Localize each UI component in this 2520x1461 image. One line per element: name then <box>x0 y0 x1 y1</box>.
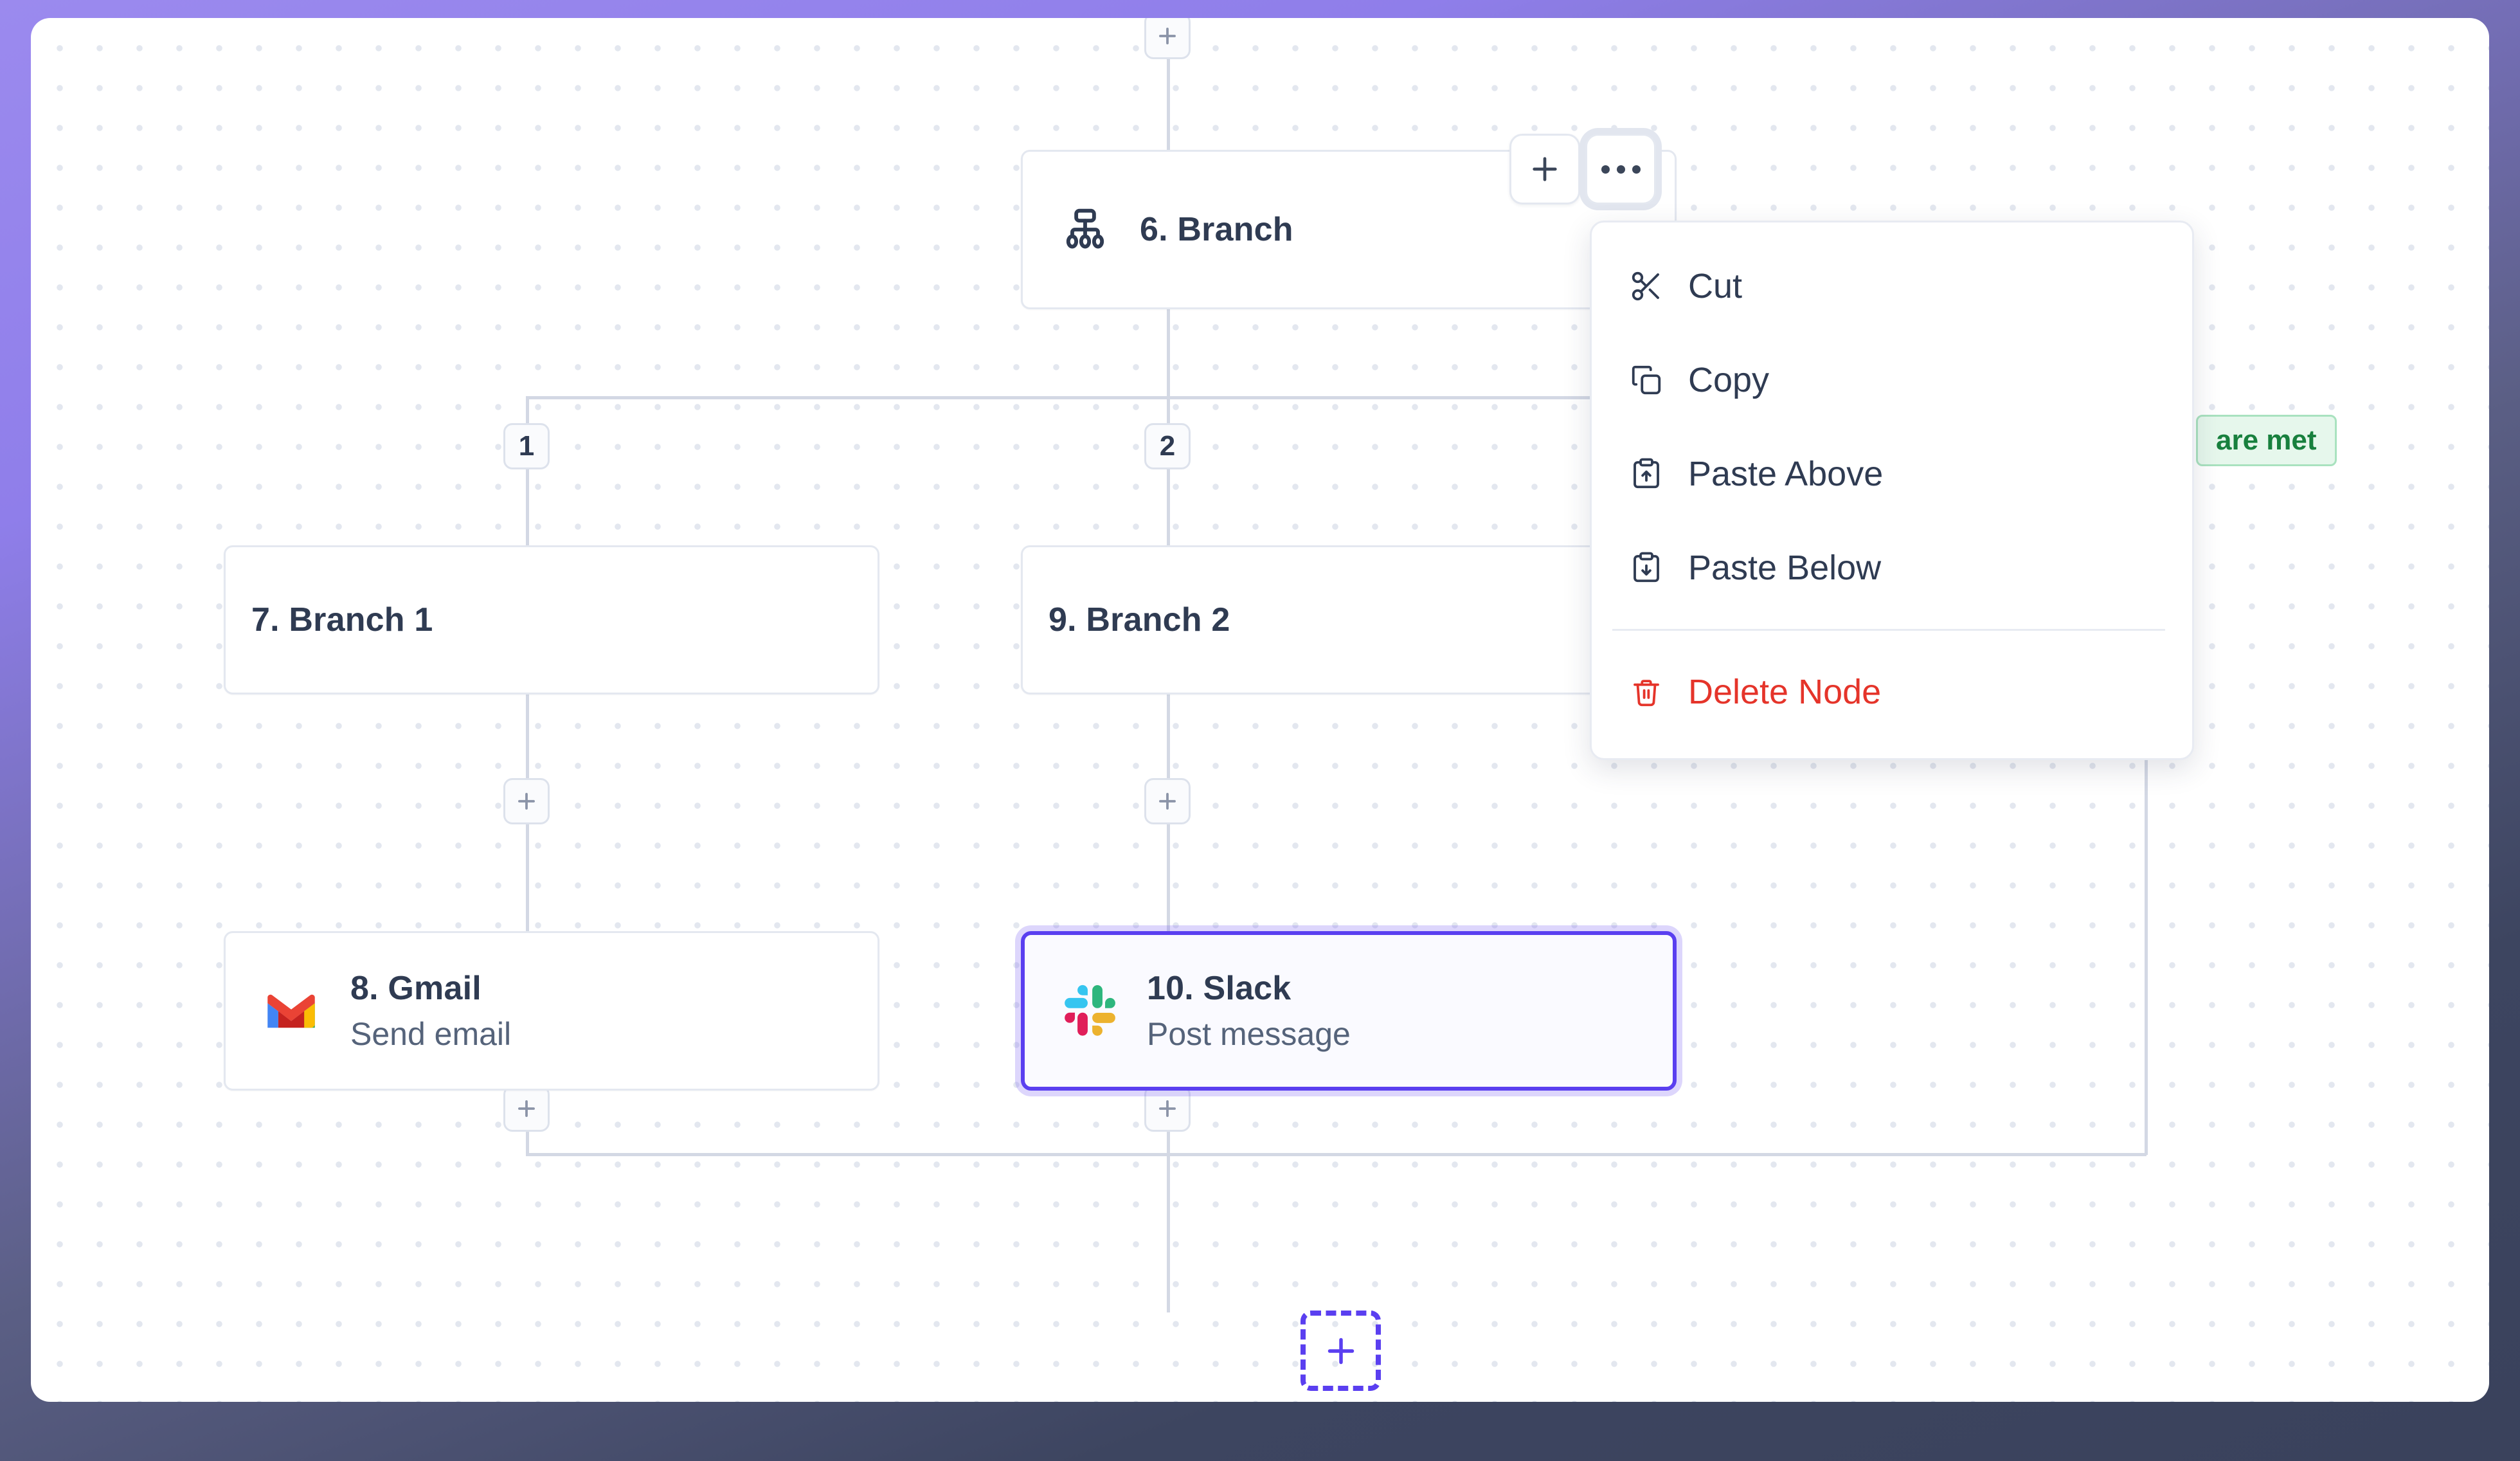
node-title: 8. Gmail <box>350 970 482 1007</box>
plus-icon <box>1328 1338 1354 1364</box>
menu-item-delete-node[interactable]: Delete Node <box>1592 645 2192 739</box>
add-node-placeholder[interactable] <box>1300 1311 1381 1391</box>
branch-index-pill-1[interactable]: 1 <box>503 423 550 469</box>
node-title: 9. Branch 2 <box>1048 601 1230 639</box>
node-title: 10. Slack <box>1147 970 1292 1007</box>
node-subtitle: Send email <box>350 1016 512 1052</box>
workflow-canvas[interactable]: 1 2 6. Branch 7. Branch 1 9. Branch 2 <box>31 18 2489 1402</box>
edge-branch-bottom-stub <box>1167 309 1170 399</box>
edge-top-stub <box>1167 18 1170 153</box>
menu-item-paste-below[interactable]: Paste Below <box>1592 521 2192 615</box>
edge-bus-right-rail <box>2145 396 2148 1155</box>
edge-index2-to-branch2 <box>1167 469 1170 547</box>
node-options-button[interactable] <box>1585 134 1656 204</box>
menu-item-label: Cut <box>1688 267 1743 305</box>
branch-index-label: 1 <box>518 430 535 462</box>
add-step-button-branch2[interactable] <box>1144 778 1191 824</box>
add-node-button[interactable] <box>1509 134 1580 204</box>
status-badge-label: are met <box>2216 424 2317 456</box>
edge-merge-bus <box>526 1153 2146 1156</box>
menu-item-paste-above[interactable]: Paste Above <box>1592 427 2192 521</box>
scissors-icon <box>1632 271 1659 301</box>
node-subtitle: Post message <box>1147 1016 1351 1052</box>
node-title: 7. Branch 1 <box>251 601 433 639</box>
node-branch-1[interactable]: 7. Branch 1 <box>224 545 879 694</box>
add-step-button-top[interactable] <box>1144 18 1191 59</box>
plus-icon <box>1159 1100 1176 1117</box>
trash-icon <box>1634 680 1659 707</box>
node-text: 8. Gmail Send email <box>350 969 511 1053</box>
menu-item-label: Delete Node <box>1688 673 1882 711</box>
edge-split-bus <box>526 396 2146 399</box>
menu-item-label: Paste Below <box>1688 549 1882 587</box>
add-step-button-branch1[interactable] <box>503 778 550 824</box>
node-text: 10. Slack Post message <box>1147 969 1351 1053</box>
ellipsis-horizontal-icon <box>1601 165 1641 174</box>
plus-icon <box>1159 793 1176 810</box>
node-gmail[interactable]: 8. Gmail Send email <box>224 931 879 1091</box>
clipboard-up-icon <box>1634 458 1659 489</box>
branch-hierarchy-icon <box>1066 208 1104 249</box>
node-title: 6. Branch <box>1140 211 1293 248</box>
add-step-button-after-gmail[interactable] <box>503 1085 550 1132</box>
edge-bus-to-index-2 <box>1167 396 1170 423</box>
edge-bus-to-index-1 <box>526 396 529 423</box>
gmail-icon <box>267 994 315 1028</box>
clipboard-down-icon <box>1634 552 1659 583</box>
slack-icon <box>1065 985 1115 1036</box>
menu-item-label: Copy <box>1688 361 1770 399</box>
branch-index-pill-2[interactable]: 2 <box>1144 423 1191 469</box>
edge-index1-to-branch1 <box>526 469 529 547</box>
plus-icon <box>518 1100 535 1117</box>
plus-icon <box>1533 157 1557 181</box>
add-step-button-after-slack[interactable] <box>1144 1085 1191 1132</box>
branch-index-label: 2 <box>1159 430 1176 462</box>
node-context-menu[interactable]: Cut Copy Paste Above <box>1590 221 2194 760</box>
node-slack[interactable]: 10. Slack Post message <box>1021 931 1677 1091</box>
menu-item-copy[interactable]: Copy <box>1592 333 2192 427</box>
plus-icon <box>518 793 535 810</box>
copy-icon <box>1632 365 1661 395</box>
menu-item-label: Paste Above <box>1688 455 1884 493</box>
status-badge: are met <box>2196 415 2337 466</box>
edge-merge-to-placeholder <box>1167 1153 1170 1312</box>
menu-item-cut[interactable]: Cut <box>1592 239 2192 333</box>
menu-separator <box>1612 629 2165 631</box>
plus-icon <box>1159 28 1176 44</box>
node-branch-2[interactable]: 9. Branch 2 <box>1021 545 1677 694</box>
